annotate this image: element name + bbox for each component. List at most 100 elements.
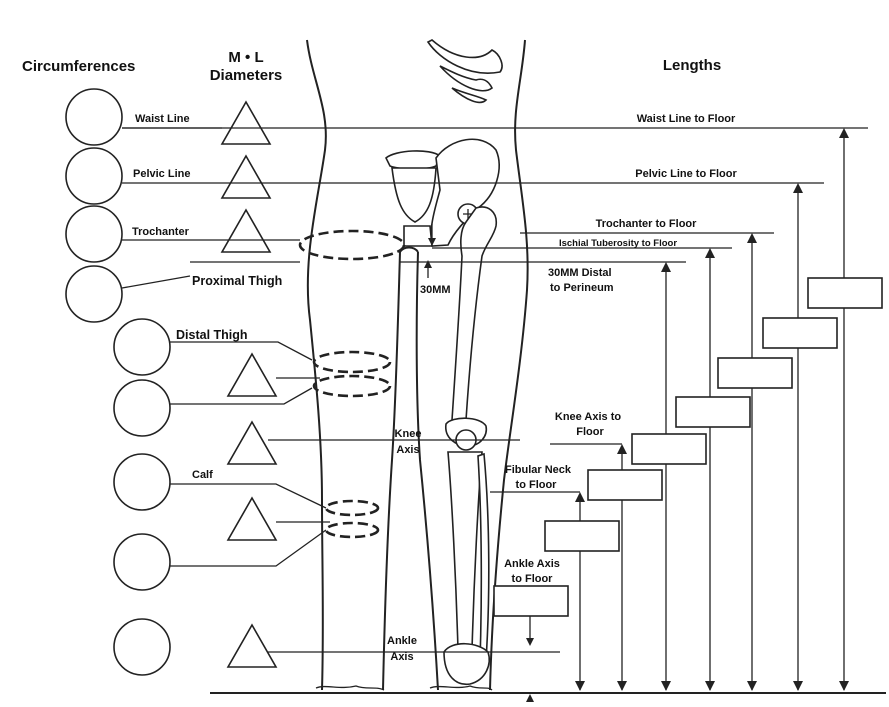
calf-ellipse-lower bbox=[324, 521, 380, 539]
label-connectors bbox=[121, 127, 330, 567]
box-ankle-to-floor[interactable] bbox=[493, 585, 569, 617]
label-knee-to-floor-1: Knee Axis to bbox=[555, 411, 622, 423]
pointer-arrows bbox=[424, 224, 534, 702]
circle-ankle bbox=[113, 618, 171, 676]
arrow-floor-up bbox=[526, 694, 534, 702]
header-lengths: Lengths bbox=[663, 57, 721, 74]
label-waist-to-floor: Waist Line to Floor bbox=[637, 113, 736, 125]
label-waist-line: Waist Line bbox=[135, 113, 190, 125]
femur bbox=[451, 206, 498, 421]
proximal-connector bbox=[121, 261, 300, 289]
proximal-thigh-ellipse bbox=[298, 229, 406, 261]
label-knee-axis-1: Knee bbox=[395, 428, 422, 440]
arrow-perineum-bottom bbox=[661, 681, 671, 691]
label-ankle-axis-2: Axis bbox=[390, 651, 413, 663]
label-knee-axis-2: Axis bbox=[396, 444, 419, 456]
arrow-waist-top bbox=[839, 128, 849, 138]
box-trochanter-to-floor[interactable] bbox=[717, 357, 793, 389]
distal-connector-1 bbox=[170, 341, 313, 361]
label-ankle-to-floor-2: to Floor bbox=[512, 573, 554, 585]
label-distal-perineum-2: to Perineum bbox=[550, 282, 614, 294]
skeleton bbox=[315, 39, 503, 691]
ischium bbox=[403, 225, 433, 247]
label-ankle-to-floor-1: Ankle Axis bbox=[504, 558, 560, 570]
distal-connector-2 bbox=[170, 387, 313, 405]
calf-ellipse-upper bbox=[324, 499, 380, 517]
measurement-boxes bbox=[493, 277, 883, 617]
calf-connector-1 bbox=[170, 483, 327, 509]
label-pelvic-line: Pelvic Line bbox=[133, 168, 190, 180]
outer-right-contour bbox=[489, 39, 529, 691]
toes bbox=[429, 685, 493, 691]
arrow-trochanter-top bbox=[747, 233, 757, 243]
arrow-waist-bottom bbox=[839, 681, 849, 691]
leg-outline bbox=[306, 39, 529, 691]
box-knee-to-floor[interactable] bbox=[587, 469, 663, 501]
circle-proximal-thigh bbox=[65, 265, 123, 323]
tibia bbox=[447, 451, 483, 651]
label-ischial-to-floor: Ischial Tuberosity to Floor bbox=[559, 238, 677, 249]
label-proximal-thigh: Proximal Thigh bbox=[192, 274, 282, 288]
triangle-ankle bbox=[226, 623, 278, 668]
triangle-waist bbox=[220, 100, 272, 145]
box-perineum-to-floor[interactable] bbox=[631, 433, 707, 465]
label-pelvic-to-floor: Pelvic Line to Floor bbox=[635, 168, 737, 180]
outer-left-contour bbox=[306, 39, 327, 691]
length-arrows bbox=[575, 128, 849, 691]
sacrum-top bbox=[385, 150, 441, 170]
label-trochanter: Trochanter bbox=[132, 226, 190, 238]
label-fibular-to-floor-1: Fibular Neck bbox=[505, 464, 572, 476]
length-labels: Waist Line to Floor Pelvic Line to Floor… bbox=[504, 113, 737, 585]
arrow-knee-top bbox=[617, 444, 627, 454]
label-ankle-axis-1: Ankle bbox=[387, 635, 417, 647]
label-fibular-to-floor-2: to Floor bbox=[516, 479, 558, 491]
arrow-ankle-head bbox=[526, 638, 534, 646]
box-fibular-to-floor[interactable] bbox=[544, 520, 620, 552]
label-knee-to-floor-2: Floor bbox=[576, 426, 604, 438]
circle-pelvic bbox=[65, 147, 123, 205]
label-calf: Calf bbox=[192, 469, 213, 481]
arrow-ischial-bottom bbox=[705, 681, 715, 691]
arrow-ischial-top bbox=[705, 248, 715, 258]
inner-right-contour bbox=[415, 251, 439, 691]
circle-calf-2 bbox=[113, 533, 171, 591]
left-labels: Waist Line Pelvic Line Trochanter Proxim… bbox=[132, 113, 451, 663]
horizontal-lines bbox=[122, 127, 886, 694]
sacrum bbox=[391, 167, 437, 223]
box-ischial-to-floor[interactable] bbox=[675, 396, 751, 428]
circle-calf-1 bbox=[113, 453, 171, 511]
box-pelvic-to-floor[interactable] bbox=[762, 317, 838, 349]
arrow-fibular-top bbox=[575, 492, 585, 502]
rib-3 bbox=[451, 87, 488, 104]
calf-connector-2 bbox=[170, 529, 327, 567]
distal-thigh-ellipse-upper bbox=[312, 350, 392, 374]
label-trochanter-to-floor: Trochanter to Floor bbox=[596, 218, 698, 230]
rib-1 bbox=[426, 39, 503, 74]
triangle-distal-thigh bbox=[226, 352, 278, 397]
label-30mm: 30MM bbox=[420, 284, 451, 296]
circumference-circles bbox=[65, 88, 171, 676]
arrow-ischial-head bbox=[428, 238, 436, 246]
triangle-knee bbox=[226, 420, 278, 465]
label-distal-thigh: Distal Thigh bbox=[176, 328, 248, 342]
fibula bbox=[477, 452, 490, 661]
arrow-pelvic-bottom bbox=[793, 681, 803, 691]
foot-left-detail bbox=[315, 685, 385, 691]
ml-triangles bbox=[220, 100, 278, 668]
triangle-calf bbox=[226, 496, 278, 541]
arrow-knee-bottom bbox=[617, 681, 627, 691]
box-waist-to-floor[interactable] bbox=[807, 277, 883, 309]
arrow-pelvic-top bbox=[793, 183, 803, 193]
triangle-trochanter bbox=[220, 208, 272, 253]
arrow-fibular-bottom bbox=[575, 681, 585, 691]
circumference-ellipses bbox=[298, 229, 406, 539]
arrow-perineum-top bbox=[661, 262, 671, 272]
rib-2 bbox=[439, 65, 494, 92]
header-circumferences: Circumferences bbox=[22, 58, 135, 75]
header-ml-line2: Diameters bbox=[210, 67, 283, 84]
circle-trochanter bbox=[65, 205, 123, 263]
triangle-pelvic bbox=[220, 154, 272, 199]
header-ml-line1: M • L bbox=[228, 49, 263, 66]
circle-distal-thigh-2 bbox=[113, 379, 171, 437]
